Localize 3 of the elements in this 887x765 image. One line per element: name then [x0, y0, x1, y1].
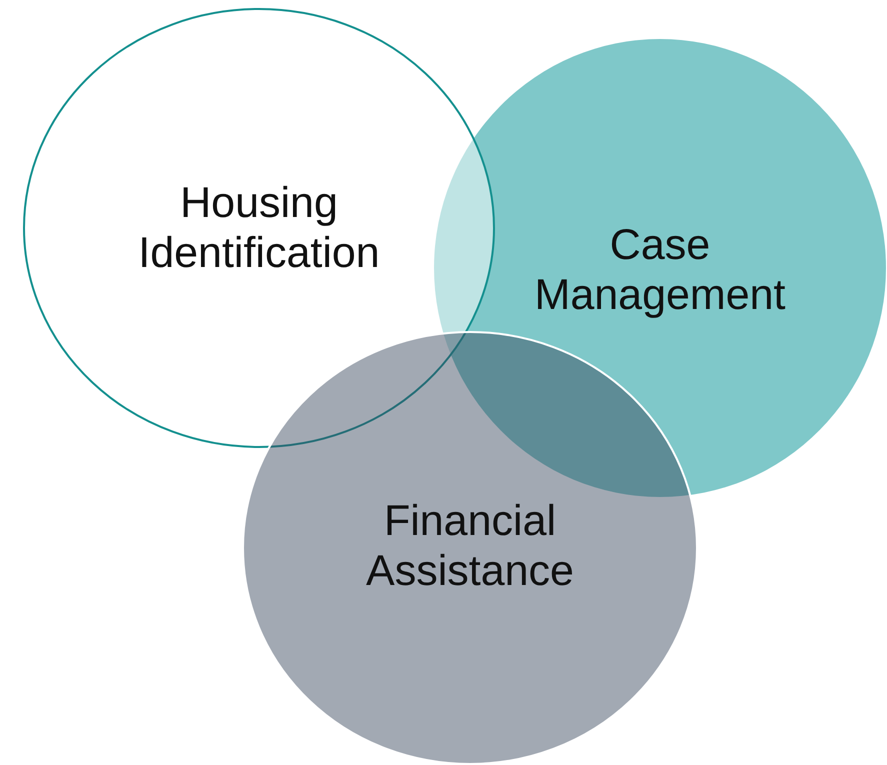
- circle-label: Case Management: [534, 220, 786, 320]
- circle-label: Housing Identification: [137, 178, 381, 278]
- circle-label: Financial Assistance: [365, 496, 575, 596]
